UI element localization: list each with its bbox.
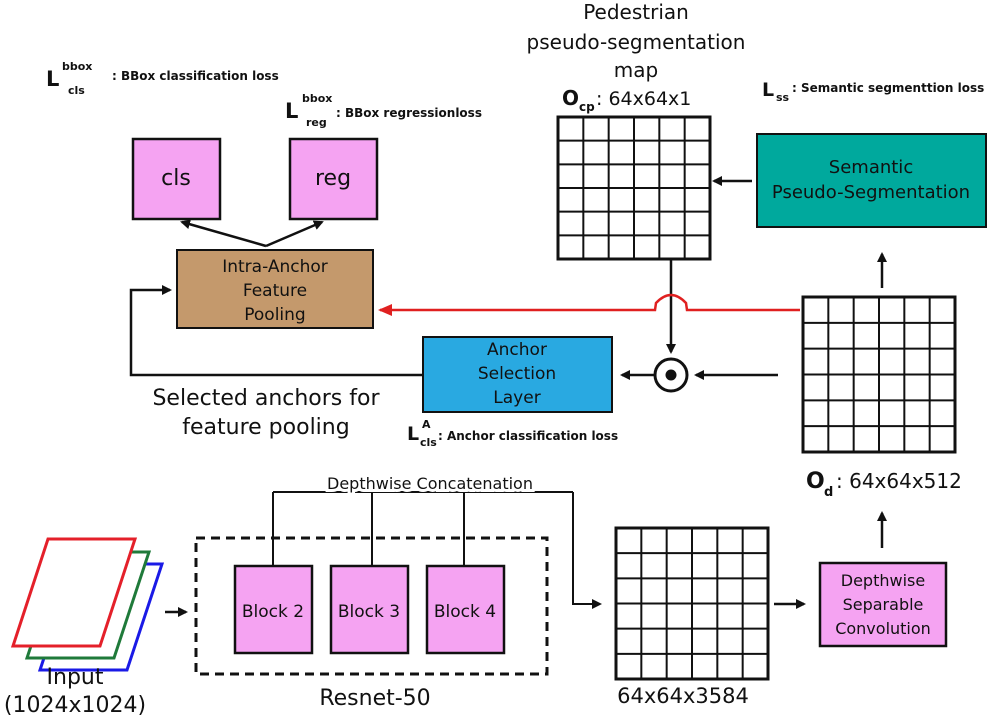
elementwise-multiply-icon — [653, 357, 689, 393]
reg-label: reg — [315, 166, 351, 191]
la-superscript: A — [422, 418, 431, 431]
selected-anchors-line-1: Selected anchors for — [152, 386, 380, 411]
ocp-title-3: map — [614, 58, 658, 82]
pooling-to-reg-arrow — [265, 220, 324, 248]
lss-text: : Semantic segmenttion loss — [792, 81, 984, 95]
od-symbol: O — [806, 469, 825, 494]
selected-anchors-arrow — [129, 285, 423, 377]
input-label: Input — [47, 665, 104, 690]
ocp-subscript: cp — [579, 100, 595, 114]
lreg-superscript: bbox — [302, 92, 332, 105]
lss-symbol: L — [762, 79, 774, 101]
lcls-text: : BBox classification loss — [112, 69, 279, 83]
input-layer-red — [10, 537, 138, 648]
od-feature-map — [801, 295, 957, 454]
block-3-label: Block 3 — [338, 602, 400, 622]
selected-anchors-line-2: feature pooling — [182, 415, 349, 440]
dsconv-line-1: Depthwise — [841, 571, 925, 590]
lreg-symbol: L — [285, 99, 298, 123]
od-subscript: d — [824, 485, 833, 500]
pooling-line-2: Feature — [243, 281, 307, 301]
ocp-feature-map — [556, 115, 712, 261]
la-subscript: cls — [420, 436, 437, 449]
resnet-label: Resnet-50 — [319, 686, 430, 711]
anchor-sel-line-1: Anchor — [487, 340, 547, 360]
la-text: : Anchor classification loss — [438, 429, 618, 443]
dsconv-line-3: Convolution — [835, 619, 931, 638]
block-4-label: Block 4 — [434, 602, 496, 622]
pooling-line-1: Intra-Anchor — [222, 257, 328, 277]
pooling-line-3: Pooling — [244, 305, 305, 325]
od-dims: : 64x64x512 — [836, 469, 962, 493]
reg-box — [288, 137, 379, 221]
anchor-sel-line-2: Selection — [478, 364, 556, 384]
ocp-title-2: pseudo-segmentation — [527, 30, 746, 54]
pooling-to-cls-arrow — [180, 219, 267, 248]
anchor-sel-line-3: Layer — [493, 388, 540, 408]
block-3-box — [329, 564, 410, 655]
input-image-stack — [10, 537, 165, 672]
lcls-subscript: cls — [68, 84, 85, 97]
concat-map-label: 64x64x3584 — [617, 684, 749, 708]
input-size-label: (1024x1024) — [4, 693, 146, 718]
ocp-dims: : 64x64x1 — [596, 88, 691, 110]
lreg-text: : BBox regressionloss — [336, 106, 482, 120]
block-2-label: Block 2 — [242, 602, 304, 622]
cls-label: cls — [161, 166, 191, 191]
semantic-box — [756, 133, 987, 228]
semantic-line-1: Semantic — [829, 157, 913, 178]
lreg-subscript: reg — [306, 116, 327, 129]
la-symbol: L — [407, 423, 419, 445]
pooling-box — [176, 249, 374, 329]
lcls-superscript: bbox — [62, 60, 92, 73]
ocp-title-1: Pedestrian — [583, 0, 689, 24]
lss-subscript: ss — [776, 91, 790, 104]
dsconv-box — [818, 561, 948, 648]
concat-feature-map — [614, 526, 770, 681]
concat-label: Depthwise Concatenation — [327, 474, 533, 493]
ocp-symbol: O — [562, 86, 579, 110]
resnet-dashed-box — [194, 536, 549, 676]
depthwise-concat-lines — [272, 491, 602, 609]
cls-box — [131, 137, 222, 221]
semantic-line-2: Pseudo-Segmentation — [772, 182, 970, 203]
anchor-selection-box — [422, 336, 613, 413]
block-4-box — [425, 564, 506, 655]
lcls-symbol: L — [46, 67, 59, 91]
dsconv-line-2: Separable — [843, 595, 924, 614]
od-to-pooling-red-arrow — [378, 293, 800, 316]
